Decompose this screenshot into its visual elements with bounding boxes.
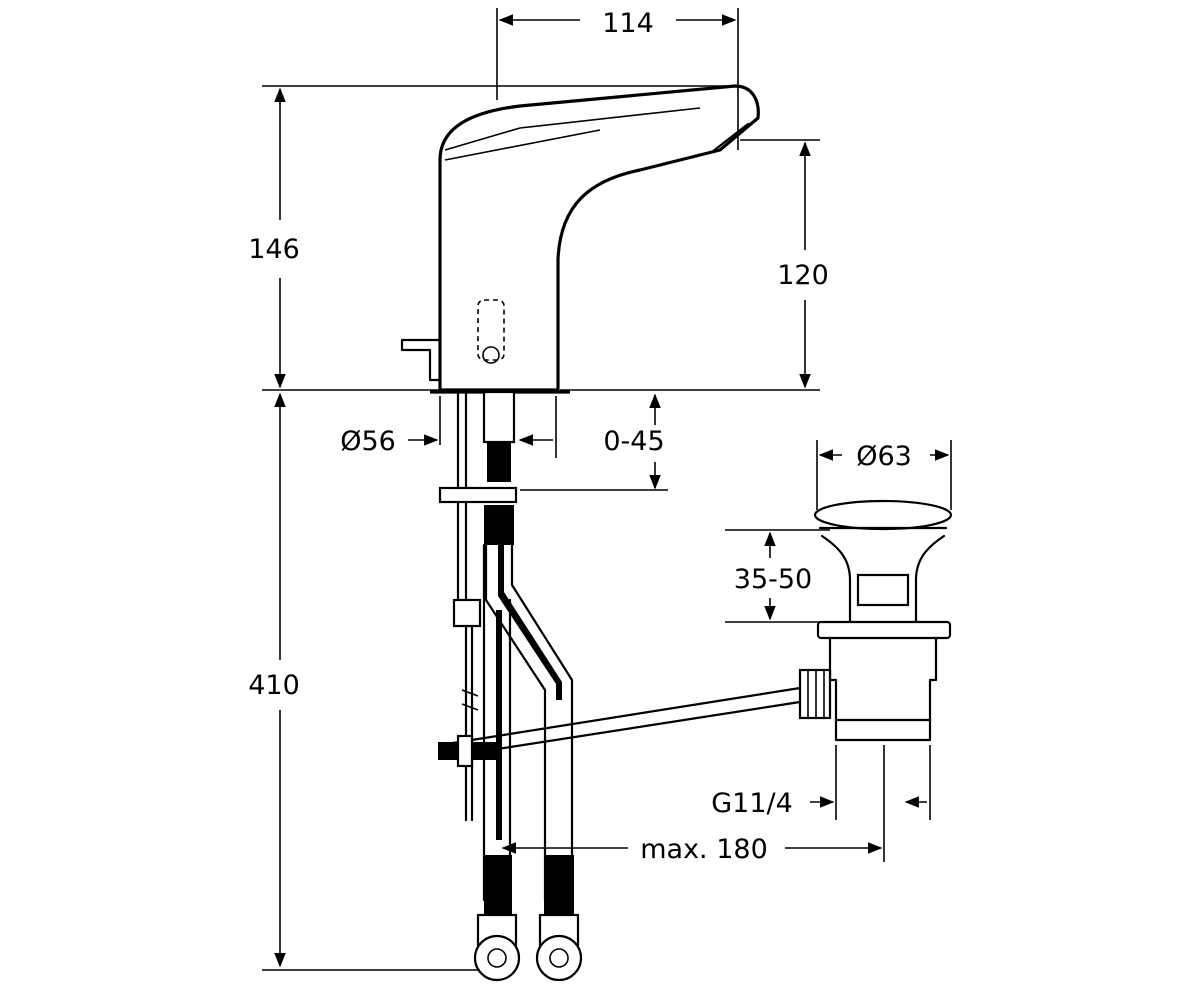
dim-410-label: 410	[248, 670, 300, 701]
dim-lever-max-label: max. 180	[640, 834, 768, 865]
faucet-body	[400, 84, 760, 394]
dimension-lines	[262, 8, 952, 971]
pop-up-waste	[798, 499, 953, 742]
dim-shank-diameter-label: Ø56	[340, 426, 396, 457]
dim-146-label: 146	[248, 234, 300, 265]
dim-waste-thread-label: G11/4	[711, 788, 793, 819]
dim-plug-lift-label: 35-50	[734, 564, 812, 595]
dim-120-label: 120	[777, 260, 829, 291]
shank-and-hoses	[438, 390, 802, 982]
dim-plug-diameter-label: Ø63	[856, 441, 912, 472]
dim-deck-thickness-label: 0-45	[603, 426, 664, 457]
dim-114-label: 114	[602, 8, 654, 39]
